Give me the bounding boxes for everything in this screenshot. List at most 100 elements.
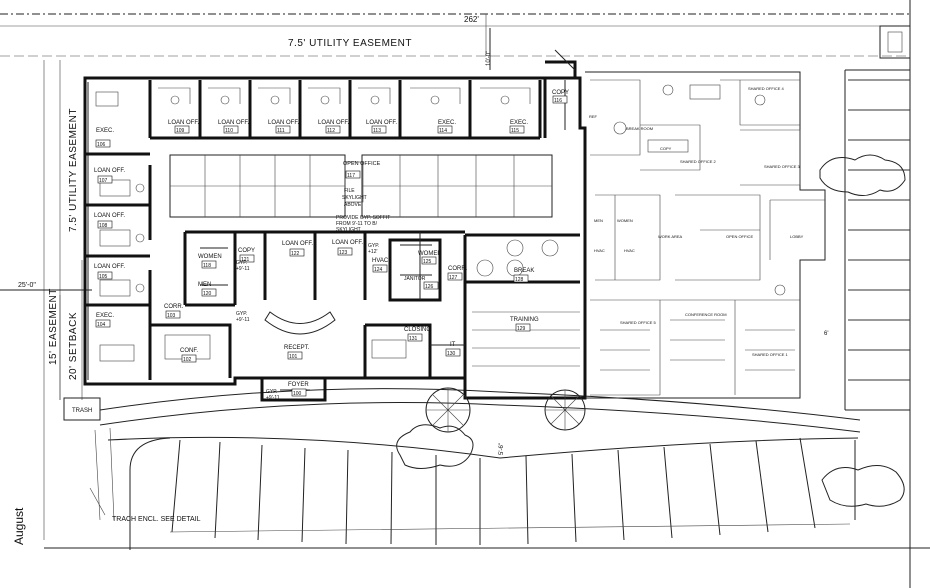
note-gyp-3a: GYP. <box>266 389 277 395</box>
room-name: BREAK <box>514 268 534 274</box>
note-file-skylight-1: FILE <box>344 188 355 194</box>
trash-label: TRASH <box>72 408 92 414</box>
suite-shared-office-2: SHARED OFFICE 2 <box>680 159 717 164</box>
room-number: 125 <box>423 259 432 265</box>
room-number: 102 <box>183 357 192 363</box>
room-loan-111: LOAN OFF. 111 <box>268 120 299 134</box>
room-number: 105 <box>99 274 108 280</box>
room-name: HVAC <box>372 258 389 264</box>
room-name: IT <box>450 342 456 348</box>
room-name: LOAN OFF. <box>94 264 125 270</box>
suite-hvac-2: HVAC <box>624 248 635 253</box>
dimension-top: 262' <box>464 15 479 24</box>
room-number: 104 <box>97 322 106 328</box>
note-gyp-2b: +9'-11 <box>236 266 250 272</box>
suite-shared-office-1: SHARED OFFICE 1 <box>752 352 789 357</box>
room-foyer-100: FOYER 100 <box>288 382 309 397</box>
room-exec-115: EXEC. 115 <box>509 120 528 134</box>
room-name: COPY <box>238 248 255 254</box>
suite-lobby: LOBBY <box>790 234 804 239</box>
room-name: EXEC. <box>96 313 114 319</box>
room-number: 130 <box>447 351 456 357</box>
note-file-skylight-2: SKYLIGHT <box>342 195 367 201</box>
open-office-workstations <box>169 154 553 218</box>
room-men-120: MEN 120 <box>198 282 217 297</box>
room-name: WOMEN <box>198 254 222 260</box>
room-name: LOAN OFF. <box>318 120 349 126</box>
room-number: 118 <box>203 263 211 269</box>
room-janitor-126: JANITOR 126 <box>404 276 439 290</box>
room-name: WOMEN <box>418 251 442 257</box>
room-number: 124 <box>374 267 383 273</box>
street-label: August <box>12 507 26 545</box>
room-number: 117 <box>347 173 355 179</box>
room-exec-106: EXEC. 106 <box>95 128 114 148</box>
room-name: LOAN OFF. <box>94 168 125 174</box>
suite-men: MEN <box>594 218 603 223</box>
room-name: MEN <box>198 282 211 288</box>
note-soffit-1: PROVIDE GYP. SOFFIT <box>336 215 390 221</box>
room-name: COPY <box>552 90 569 96</box>
room-name: LOAN OFF. <box>94 213 125 219</box>
note-gyp-1a: GYP. <box>236 311 247 317</box>
room-women-125: WOMEN 125 <box>418 251 442 265</box>
room-number: 116 <box>554 98 562 104</box>
dim-left: 25'-0" <box>18 282 36 289</box>
room-loan-105: LOAN OFF. 105 <box>94 264 125 280</box>
suite-work-area: WORK AREA <box>658 234 683 239</box>
room-number: 100 <box>293 391 302 397</box>
room-conf-102: CONF. 102 <box>180 348 198 363</box>
suite-shared-office-3: SHARED OFFICE 3 <box>764 164 801 169</box>
room-loan-108: LOAN OFF. 108 <box>94 213 125 229</box>
dim-north: 10'-0" <box>486 51 492 66</box>
room-name: EXEC. <box>96 128 114 134</box>
note-file-skylight-3: ABOVE <box>344 202 362 208</box>
room-number: 127 <box>449 275 458 281</box>
note-gyp-4a: GYP. <box>368 243 379 249</box>
suite-hvac-1: HVAC <box>594 248 605 253</box>
room-name: RECEPT. <box>284 345 310 351</box>
utility-easement-top: 7.5' UTILITY EASEMENT <box>288 38 412 49</box>
suite-labels: REF BREAK ROOM COPY SHARED OFFICE 4 SHAR… <box>589 86 804 357</box>
suite-conference-room: CONFERENCE ROOM <box>685 312 727 317</box>
suite-shared-office-5: SHARED OFFICE 5 <box>620 320 657 325</box>
room-number: 106 <box>97 142 106 148</box>
room-name: JANITOR <box>404 276 426 282</box>
suite-break-room: BREAK ROOM <box>626 126 653 131</box>
trash-enclosure <box>63 397 101 421</box>
room-number: 111 <box>277 128 285 134</box>
room-copy-121: COPY 121 <box>238 248 255 263</box>
room-loan-109: LOAN OFF. 109 <box>168 120 199 134</box>
landscaping <box>396 154 906 507</box>
suite-ref: REF <box>589 114 598 119</box>
suite-copy: COPY <box>660 146 672 151</box>
room-name: EXEC. <box>438 120 456 126</box>
room-number: 120 <box>203 291 212 297</box>
room-name: CORR. <box>448 266 468 272</box>
room-labels: EXEC. 106 LOAN OFF. 107 LOAN OFF. 108 LO… <box>94 90 569 397</box>
room-number: 131 <box>409 336 418 342</box>
plan-notes: FILE SKYLIGHT ABOVE PROVIDE GYP. SOFFIT … <box>236 188 390 401</box>
note-gyp-2a: GYP. <box>236 260 247 266</box>
room-loan-110: LOAN OFF. 110 <box>218 120 249 134</box>
room-name: LOAN OFF. <box>168 120 199 126</box>
room-number: 112 <box>327 128 335 134</box>
room-recept-101: RECEPT. 101 <box>284 345 310 360</box>
dim-right: 6' <box>824 331 828 337</box>
room-number: 103 <box>167 313 176 319</box>
easement-left-label: 15' EASEMENT <box>48 288 59 365</box>
room-name: EXEC. <box>510 120 528 126</box>
room-loan-123: LOAN OFF. 123 <box>332 240 363 256</box>
trash-note: TRACH ENCL. SEE DETAIL <box>112 516 201 523</box>
room-exec-104: EXEC. 104 <box>95 313 114 328</box>
room-women-118: WOMEN 118 <box>198 254 222 269</box>
room-number: 128 <box>515 277 524 283</box>
dim-walk: 5'-6" <box>499 443 505 455</box>
room-name: LOAN OFF. <box>332 240 363 246</box>
room-name: TRAINING <box>510 317 539 323</box>
room-name: LOAN OFF. <box>218 120 249 126</box>
room-open-office-117: OPEN OFFICE 117 <box>343 161 381 179</box>
setback-label: 20' SETBACK <box>68 312 79 380</box>
suite-women: WOMEN <box>617 218 633 223</box>
